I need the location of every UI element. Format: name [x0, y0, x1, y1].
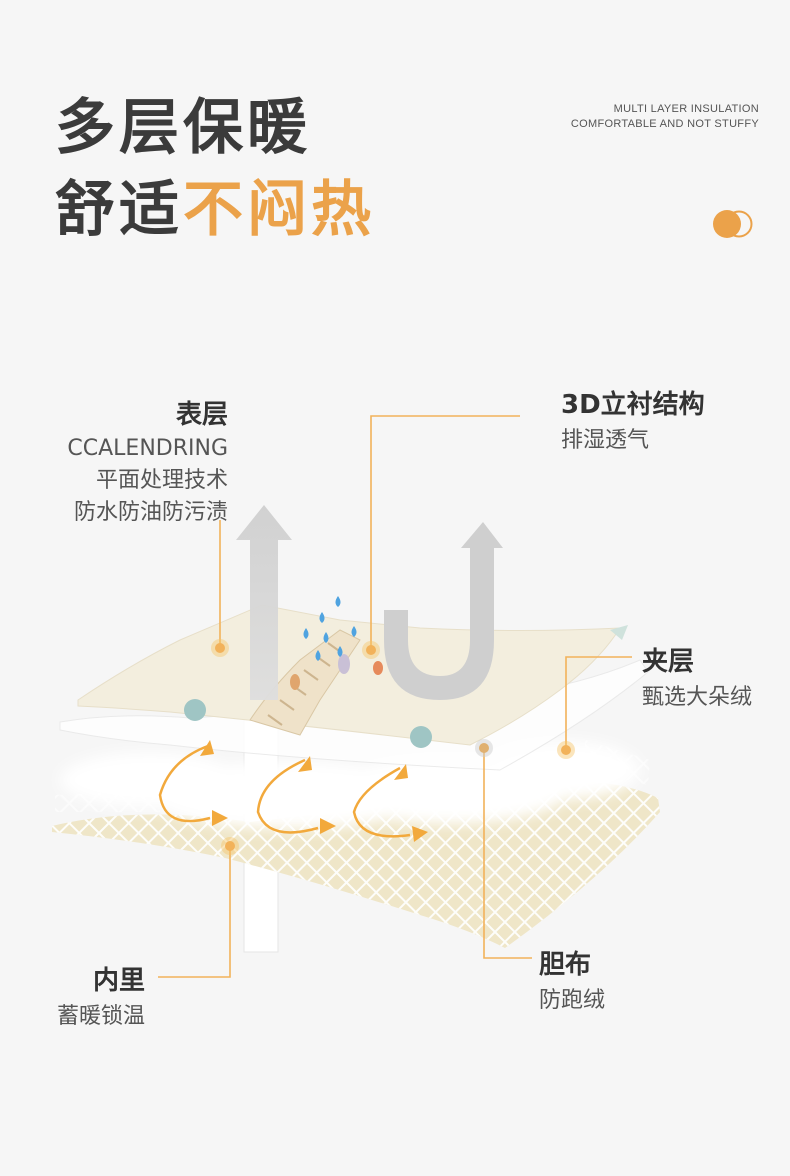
- up-arrow-icon: [236, 505, 292, 700]
- leader-lines: [158, 415, 632, 978]
- label-outer-line-3: 防水防油防污渍: [73, 500, 228, 525]
- label-outer: 表层 CCALENDRING 平面处理技术 防水防油防污渍: [67, 394, 228, 529]
- label-structure-sub: 排湿透气: [561, 428, 650, 453]
- down-filling: [60, 740, 640, 829]
- title-line-2-accent: 不闷热: [183, 175, 375, 245]
- title-line-2: 舒适不闷热: [55, 180, 375, 240]
- title-line-2-prefix: 舒适: [55, 175, 183, 245]
- title-line-1: 多层保暖: [55, 93, 311, 163]
- label-filling-title: 夹层: [642, 647, 695, 677]
- label-filling: 夹层 甄选大朵绒: [642, 641, 752, 714]
- label-outer-line-2: 平面处理技术: [95, 468, 228, 493]
- label-filling-sub: 甄选大朵绒: [642, 685, 753, 710]
- label-ticking-sub: 防跑绒: [539, 988, 606, 1013]
- label-ticking-title: 胆布: [539, 950, 592, 980]
- fabric-dot: [410, 726, 432, 748]
- water-droplets-icon: [303, 596, 357, 661]
- label-lining-title: 内里: [92, 966, 145, 996]
- label-lining-sub: 蓄暖锁温: [56, 1004, 145, 1029]
- airflow-arrows-icon: [158, 744, 411, 838]
- english-tagline-line-1: MULTI LAYER INSULATION: [613, 103, 759, 115]
- airflow-arrowheads-icon: [200, 740, 428, 842]
- leader-dots: [211, 639, 575, 855]
- label-structure: 3D立衬结构 排湿透气: [561, 384, 705, 457]
- english-tagline-line-2: COMFORTABLE AND NOT STUFFY: [570, 118, 759, 130]
- u-turn-arrow-icon: [384, 522, 503, 700]
- label-ticking: 胆布 防跑绒: [539, 944, 605, 1017]
- label-lining: 内里 蓄暖锁温: [57, 960, 145, 1033]
- label-outer-title: 表层: [175, 400, 228, 430]
- fabric-dot: [184, 699, 206, 721]
- english-tagline: MULTI LAYER INSULATION COMFORTABLE AND N…: [571, 102, 759, 132]
- label-structure-title: 3D立衬结构: [561, 390, 705, 420]
- decorative-circles-icon: [712, 209, 757, 241]
- label-outer-line-1: CCALENDRING: [67, 436, 228, 461]
- mesh-overlay: [52, 782, 660, 948]
